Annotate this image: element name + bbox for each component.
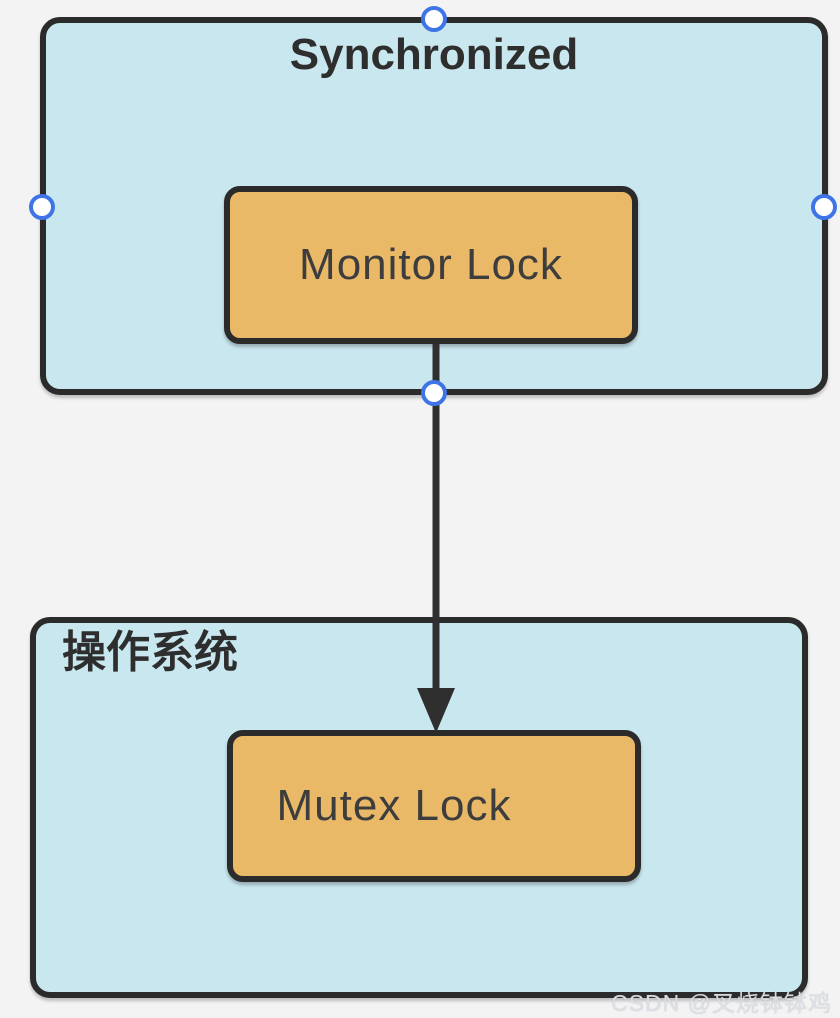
selection-handle-bottom[interactable] [421, 380, 447, 406]
container-operating-system-label: 操作系统 [62, 628, 238, 677]
node-monitor-lock-label: Monitor Lock [299, 240, 563, 289]
selection-handle-left[interactable] [29, 194, 55, 220]
node-monitor-lock[interactable]: Monitor Lock [224, 186, 638, 344]
node-mutex-lock[interactable]: Mutex Lock [227, 730, 641, 882]
selection-handle-top[interactable] [421, 6, 447, 32]
node-mutex-lock-label: Mutex Lock [276, 781, 512, 830]
selection-handle-right[interactable] [811, 194, 837, 220]
csdn-watermark: CSDN @叉烧钵钵鸡 [611, 990, 832, 1016]
container-synchronized-label: Synchronized [289, 30, 579, 79]
